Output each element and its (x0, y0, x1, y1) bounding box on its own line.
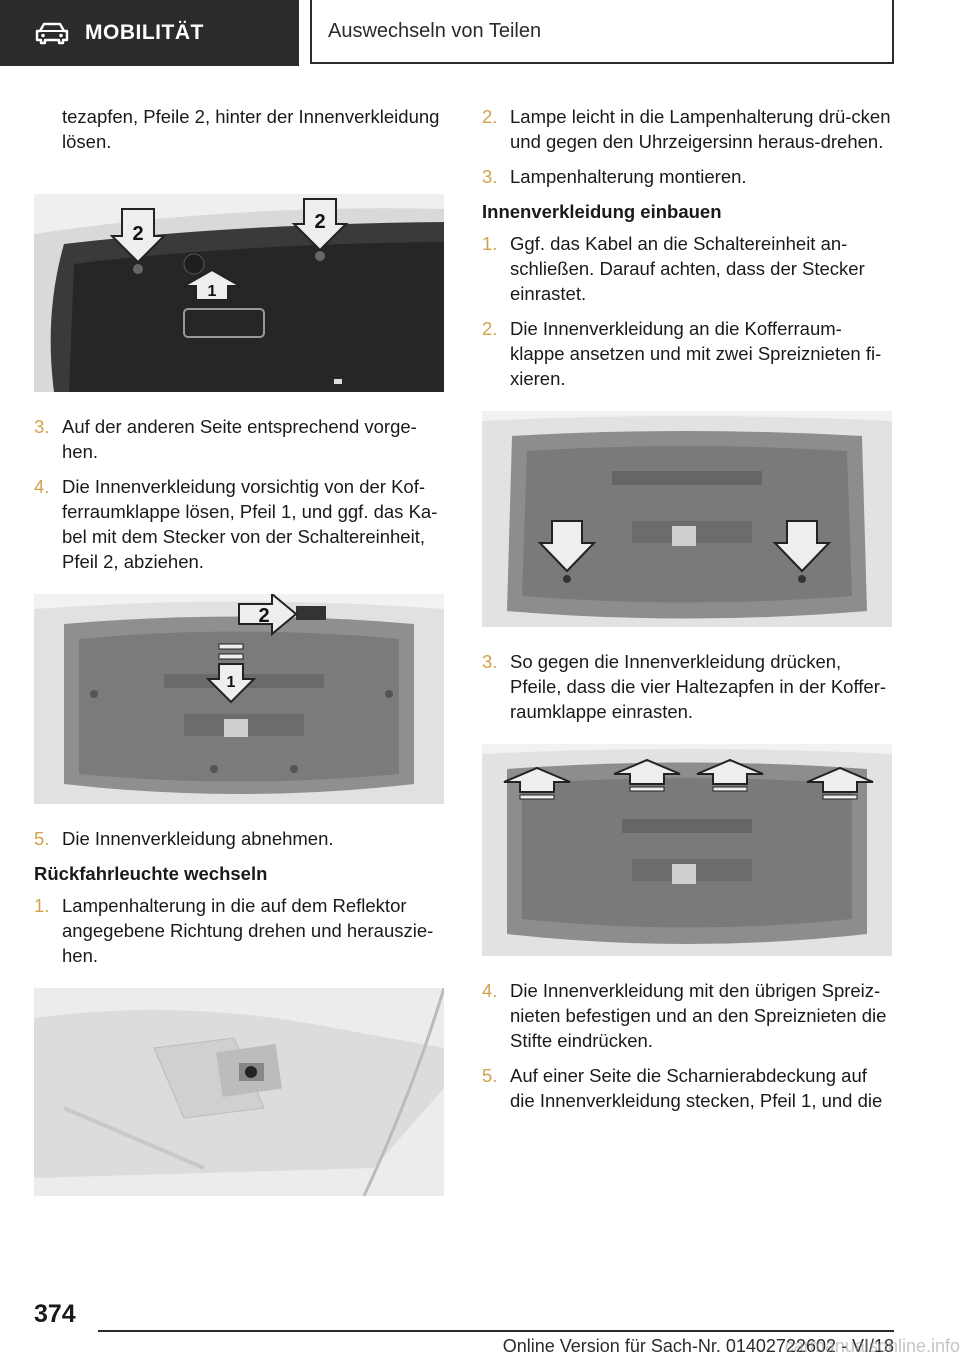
steps-c: 3. So gegen die Innenverkleidung drücken,… (482, 649, 896, 724)
figure-trim-clips: 2 2 1 (34, 194, 444, 392)
step-number: 1. (34, 895, 50, 916)
arrow-2-right: 2 (291, 198, 349, 252)
subheading-install-trim: Innenverkleidung einbauen (482, 201, 722, 222)
list-item: 5. Die Innenverkleidung abnehmen. (34, 826, 446, 851)
car-icon (35, 22, 69, 45)
arrow-label: 2 (314, 211, 325, 233)
step-number: 4. (34, 476, 50, 497)
step-text: Lampe leicht in die Lampenhalterung drü-… (510, 106, 891, 152)
step-text: Die Innenverkleidung mit den übrigen Spr… (510, 980, 887, 1051)
step-number: 2. (482, 318, 498, 339)
step-text: Die Innenverkleidung abnehmen. (62, 828, 334, 849)
step-number: 2. (482, 106, 498, 127)
list-item: 5. Auf einer Seite die Scharnierabdeckung… (482, 1063, 896, 1113)
steps-d: 4. Die Innenverkleidung mit den übrigen S… (482, 978, 896, 1113)
figure-expansion-rivets (482, 411, 892, 627)
steps-b: 5. Die Innenverkleidung abnehmen. (34, 826, 446, 851)
arrow-label: 1 (208, 283, 217, 300)
step-text: Die Innenverkleidung an die Kofferraum-k… (510, 318, 882, 389)
arrow-1: 1 (205, 643, 257, 704)
arrow-right (772, 520, 832, 573)
list-item: 4. Die Innenverkleidung vorsichtig von de… (34, 474, 446, 574)
figure-press-trim (482, 744, 892, 956)
steps-c: 1. Lampenhalterung in die auf dem Reflekt… (34, 893, 446, 968)
steps-a: 3. Auf der anderen Seite entsprechend vor… (34, 414, 446, 574)
list-item: 2. Die Innenverkleidung an die Kofferraum… (482, 316, 896, 391)
step-text: Ggf. das Kabel an die Schaltereinheit an… (510, 233, 865, 304)
header-section-tab: MOBILITÄT (0, 0, 299, 66)
step-text: So gegen die Innenverkleidung drücken, P… (510, 651, 887, 722)
figure-trim-removal: 2 1 (34, 594, 444, 804)
arrow-label: 1 (227, 674, 236, 691)
right-column: 2. Lampe leicht in die Lampenhalterung dr… (482, 104, 896, 1123)
footer-version-text: Online Version für Sach-Nr. 01402722602 … (502, 1336, 894, 1356)
arrow-2: 2 (238, 594, 298, 637)
chapter-title: Auswechseln von Teilen (328, 19, 542, 42)
step-text: Lampenhalterung montieren. (510, 166, 747, 187)
watermark: carmanualsonline.info (784, 1336, 960, 1356)
step-number: 3. (482, 651, 498, 672)
arrow-label: 2 (258, 605, 269, 627)
steps-b: 1. Ggf. das Kabel an die Schaltereinheit … (482, 231, 896, 391)
left-column: tezapfen, Pfeile 2, hinter der Innenverk… (34, 104, 446, 1218)
step-number: 4. (482, 980, 498, 1001)
step-number: 3. (482, 166, 498, 187)
step-number: 5. (34, 828, 50, 849)
figure-lamp-holder (34, 988, 444, 1196)
list-item: 1. Ggf. das Kabel an die Schaltereinheit … (482, 231, 896, 306)
arrow-1: 1 (180, 268, 244, 301)
list-item: 3. Auf der anderen Seite entsprechend vor… (34, 414, 446, 464)
chapter-header: Auswechseln von Teilen (310, 0, 894, 64)
intro-text: tezapfen, Pfeile 2, hinter der Innenverk… (62, 106, 440, 152)
page-number: 374 (34, 1300, 76, 1328)
arrows-up (503, 758, 874, 800)
list-item: 1. Lampenhalterung in die auf dem Reflekt… (34, 893, 446, 968)
section-label: MOBILITÄT (85, 21, 204, 44)
arrow-label: 2 (132, 223, 143, 245)
step-number: 1. (482, 233, 498, 254)
step-text: Lampenhalterung in die auf dem Reflektor… (62, 895, 434, 966)
subheading-reverse-light: Rückfahrleuchte wechseln (34, 863, 268, 884)
step-number: 3. (34, 416, 50, 437)
step-text: Die Innenverkleidung vorsichtig von der … (62, 476, 438, 572)
list-item: 2. Lampe leicht in die Lampenhalterung dr… (482, 104, 896, 154)
list-item: 3. So gegen die Innenverkleidung drücken,… (482, 649, 896, 724)
list-item: 3. Lampenhalterung montieren. (482, 164, 896, 189)
steps-a: 2. Lampe leicht in die Lampenhalterung dr… (482, 104, 896, 189)
step-text: Auf einer Seite die Scharnierabdeckung a… (510, 1065, 883, 1111)
footer-divider (98, 1330, 894, 1332)
step-number: 5. (482, 1065, 498, 1086)
arrow-left (537, 520, 597, 573)
arrow-2-left: 2 (109, 208, 167, 264)
step-text: Auf der anderen Seite entsprechend vorge… (62, 416, 417, 462)
list-item: 4. Die Innenverkleidung mit den übrigen S… (482, 978, 896, 1053)
